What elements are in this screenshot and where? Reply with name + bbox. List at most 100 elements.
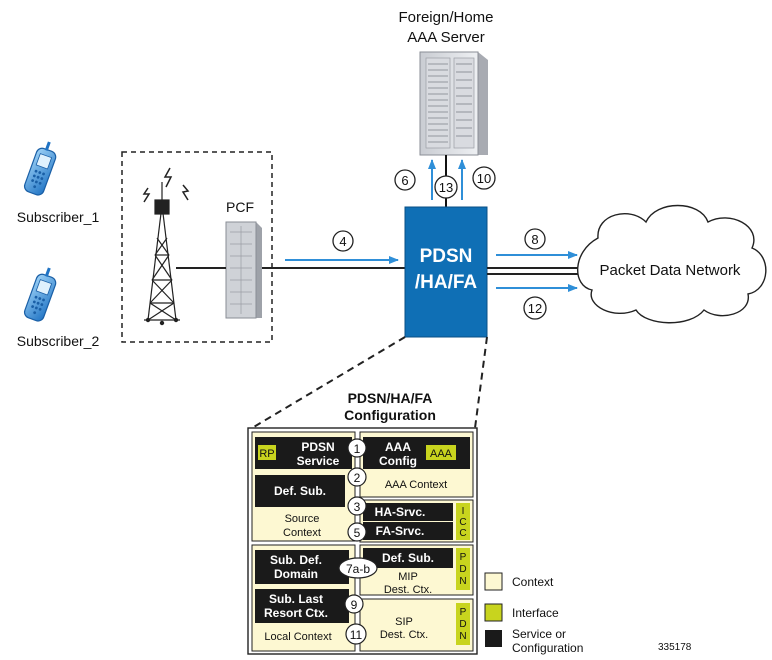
mip-line2: Dest. Ctx. — [384, 584, 432, 596]
legend-interface-swatch — [484, 603, 503, 622]
icc-letter-3: C — [459, 528, 466, 539]
aaa-context-label: AAA Context — [385, 479, 447, 491]
aaa-interface — [426, 445, 456, 460]
mip-def-sub-block — [363, 548, 453, 568]
aaa-config-line2: Config — [379, 454, 417, 468]
svg-text:8: 8 — [531, 232, 538, 247]
icc-letter-1: I — [462, 506, 465, 517]
step-10-badge: 10 — [472, 166, 496, 190]
pdn-interface-1 — [456, 548, 470, 590]
cell-tower-icon — [142, 167, 190, 326]
source-context-line1: Source — [285, 513, 320, 525]
step-8-badge: 8 — [524, 228, 546, 250]
zoom-line-left — [251, 336, 406, 429]
legend-context-swatch — [484, 572, 503, 591]
aaa-server-icon — [419, 51, 488, 156]
pcf-device-icon — [225, 221, 262, 319]
legend-context-label: Context — [512, 575, 554, 589]
step-11-badge: 11 — [345, 623, 367, 645]
svg-text:2: 2 — [354, 471, 361, 485]
packet-data-network-cloud — [577, 204, 767, 324]
svg-text:3: 3 — [354, 500, 361, 514]
svg-text:13: 13 — [439, 180, 453, 195]
step-7a-b-badge: 7a-b — [338, 557, 378, 579]
legend-service-line1: Service or — [512, 627, 566, 641]
pdsn-ha-fa-node — [404, 206, 488, 338]
ha-service-block — [363, 503, 453, 521]
figure-id: 335178 — [658, 642, 692, 653]
sip-line2: Dest. Ctx. — [380, 629, 428, 641]
def-sub-block — [255, 475, 345, 507]
rp-label: RP — [259, 448, 274, 460]
pdn-interface-2 — [456, 603, 470, 645]
server-label-line2: AAA Server — [407, 29, 485, 46]
svg-text:4: 4 — [339, 234, 346, 249]
legend-service-line2: Configuration — [512, 641, 583, 655]
source-context-line2: Context — [283, 527, 321, 539]
step-6-badge: 6 — [394, 169, 416, 191]
network-label: Packet Data Network — [600, 262, 741, 279]
subscriber-2-label: Subscriber_2 — [17, 333, 100, 349]
icc-letter-2: C — [459, 517, 466, 528]
config-title-line2: Configuration — [344, 407, 436, 423]
pdsn-service-line1: PDSN — [301, 440, 334, 454]
step-5-badge: 5 — [347, 522, 367, 542]
sub-def-domain-block — [255, 550, 349, 584]
sub-last-line1: Sub. Last — [269, 592, 323, 606]
legend: Context Interface Service or Configurati… — [484, 572, 583, 655]
svg-text:11: 11 — [350, 628, 363, 642]
step-9-badge: 9 — [344, 594, 364, 614]
step-1-badge: 1 — [347, 438, 367, 458]
svg-text:12: 12 — [528, 301, 542, 316]
icc-interface — [456, 503, 470, 540]
step-2-badge: 2 — [347, 467, 367, 487]
pdn2-letter-3: N — [459, 631, 466, 642]
svg-text:1: 1 — [354, 442, 361, 456]
sub-last-line2: Resort Ctx. — [264, 606, 328, 620]
subscriber-1-label: Subscriber_1 — [17, 209, 100, 225]
svg-text:10: 10 — [477, 171, 491, 186]
ran-boundary — [121, 151, 273, 343]
mip-line1: MIP — [398, 571, 418, 583]
aaa-config-line1: AAA — [385, 440, 411, 454]
mip-def-sub-label: Def. Sub. — [382, 551, 434, 565]
rp-interface — [258, 445, 276, 460]
sip-context-region — [359, 598, 474, 652]
svg-text:6: 6 — [401, 173, 408, 188]
zoom-line-right — [474, 336, 488, 429]
local-context-label: Local Context — [264, 631, 331, 643]
sip-line1: SIP — [395, 616, 413, 628]
legend-service-swatch — [485, 630, 502, 647]
step-3-badge: 3 — [347, 496, 367, 516]
ha-service-label: HA-Srvc. — [375, 505, 426, 519]
step-4-badge: 4 — [332, 230, 354, 252]
pdn1-letter-3: N — [459, 576, 466, 587]
svg-text:7a-b: 7a-b — [346, 562, 370, 576]
def-sub-label: Def. Sub. — [274, 484, 326, 498]
pcf-label: PCF — [226, 199, 254, 215]
config-panel: RP PDSN Service AAA Config AAA AAA Conte… — [247, 427, 478, 655]
pdn1-letter-2: D — [459, 564, 466, 575]
fa-service-block — [363, 522, 453, 540]
pdn2-letter-1: P — [460, 607, 467, 618]
svg-text:5: 5 — [354, 526, 361, 540]
pdn1-letter-1: P — [460, 552, 467, 563]
sub-def-domain-line1: Sub. Def. — [270, 553, 322, 567]
server-label-line1: Foreign/Home — [398, 9, 493, 26]
pdn2-letter-2: D — [459, 619, 466, 630]
pdsn-service-line2: Service — [297, 454, 340, 468]
step-12-badge: 12 — [523, 296, 547, 320]
legend-interface-label: Interface — [512, 606, 559, 620]
pdsn-label-line2: /HA/FA — [415, 272, 478, 293]
config-title-line1: PDSN/HA/FA — [348, 390, 433, 406]
pdsn-label-line1: PDSN — [420, 246, 473, 267]
sub-last-resort-block — [255, 589, 349, 623]
aaa-interface-label: AAA — [430, 448, 453, 460]
sub-def-domain-line2: Domain — [274, 567, 318, 581]
fa-service-label: FA-Srvc. — [376, 524, 425, 538]
subscriber-2-phone-icon — [23, 267, 57, 322]
subscriber-1-phone-icon — [23, 141, 57, 196]
svg-text:9: 9 — [351, 598, 358, 612]
step-13-badge: 13 — [434, 175, 458, 199]
